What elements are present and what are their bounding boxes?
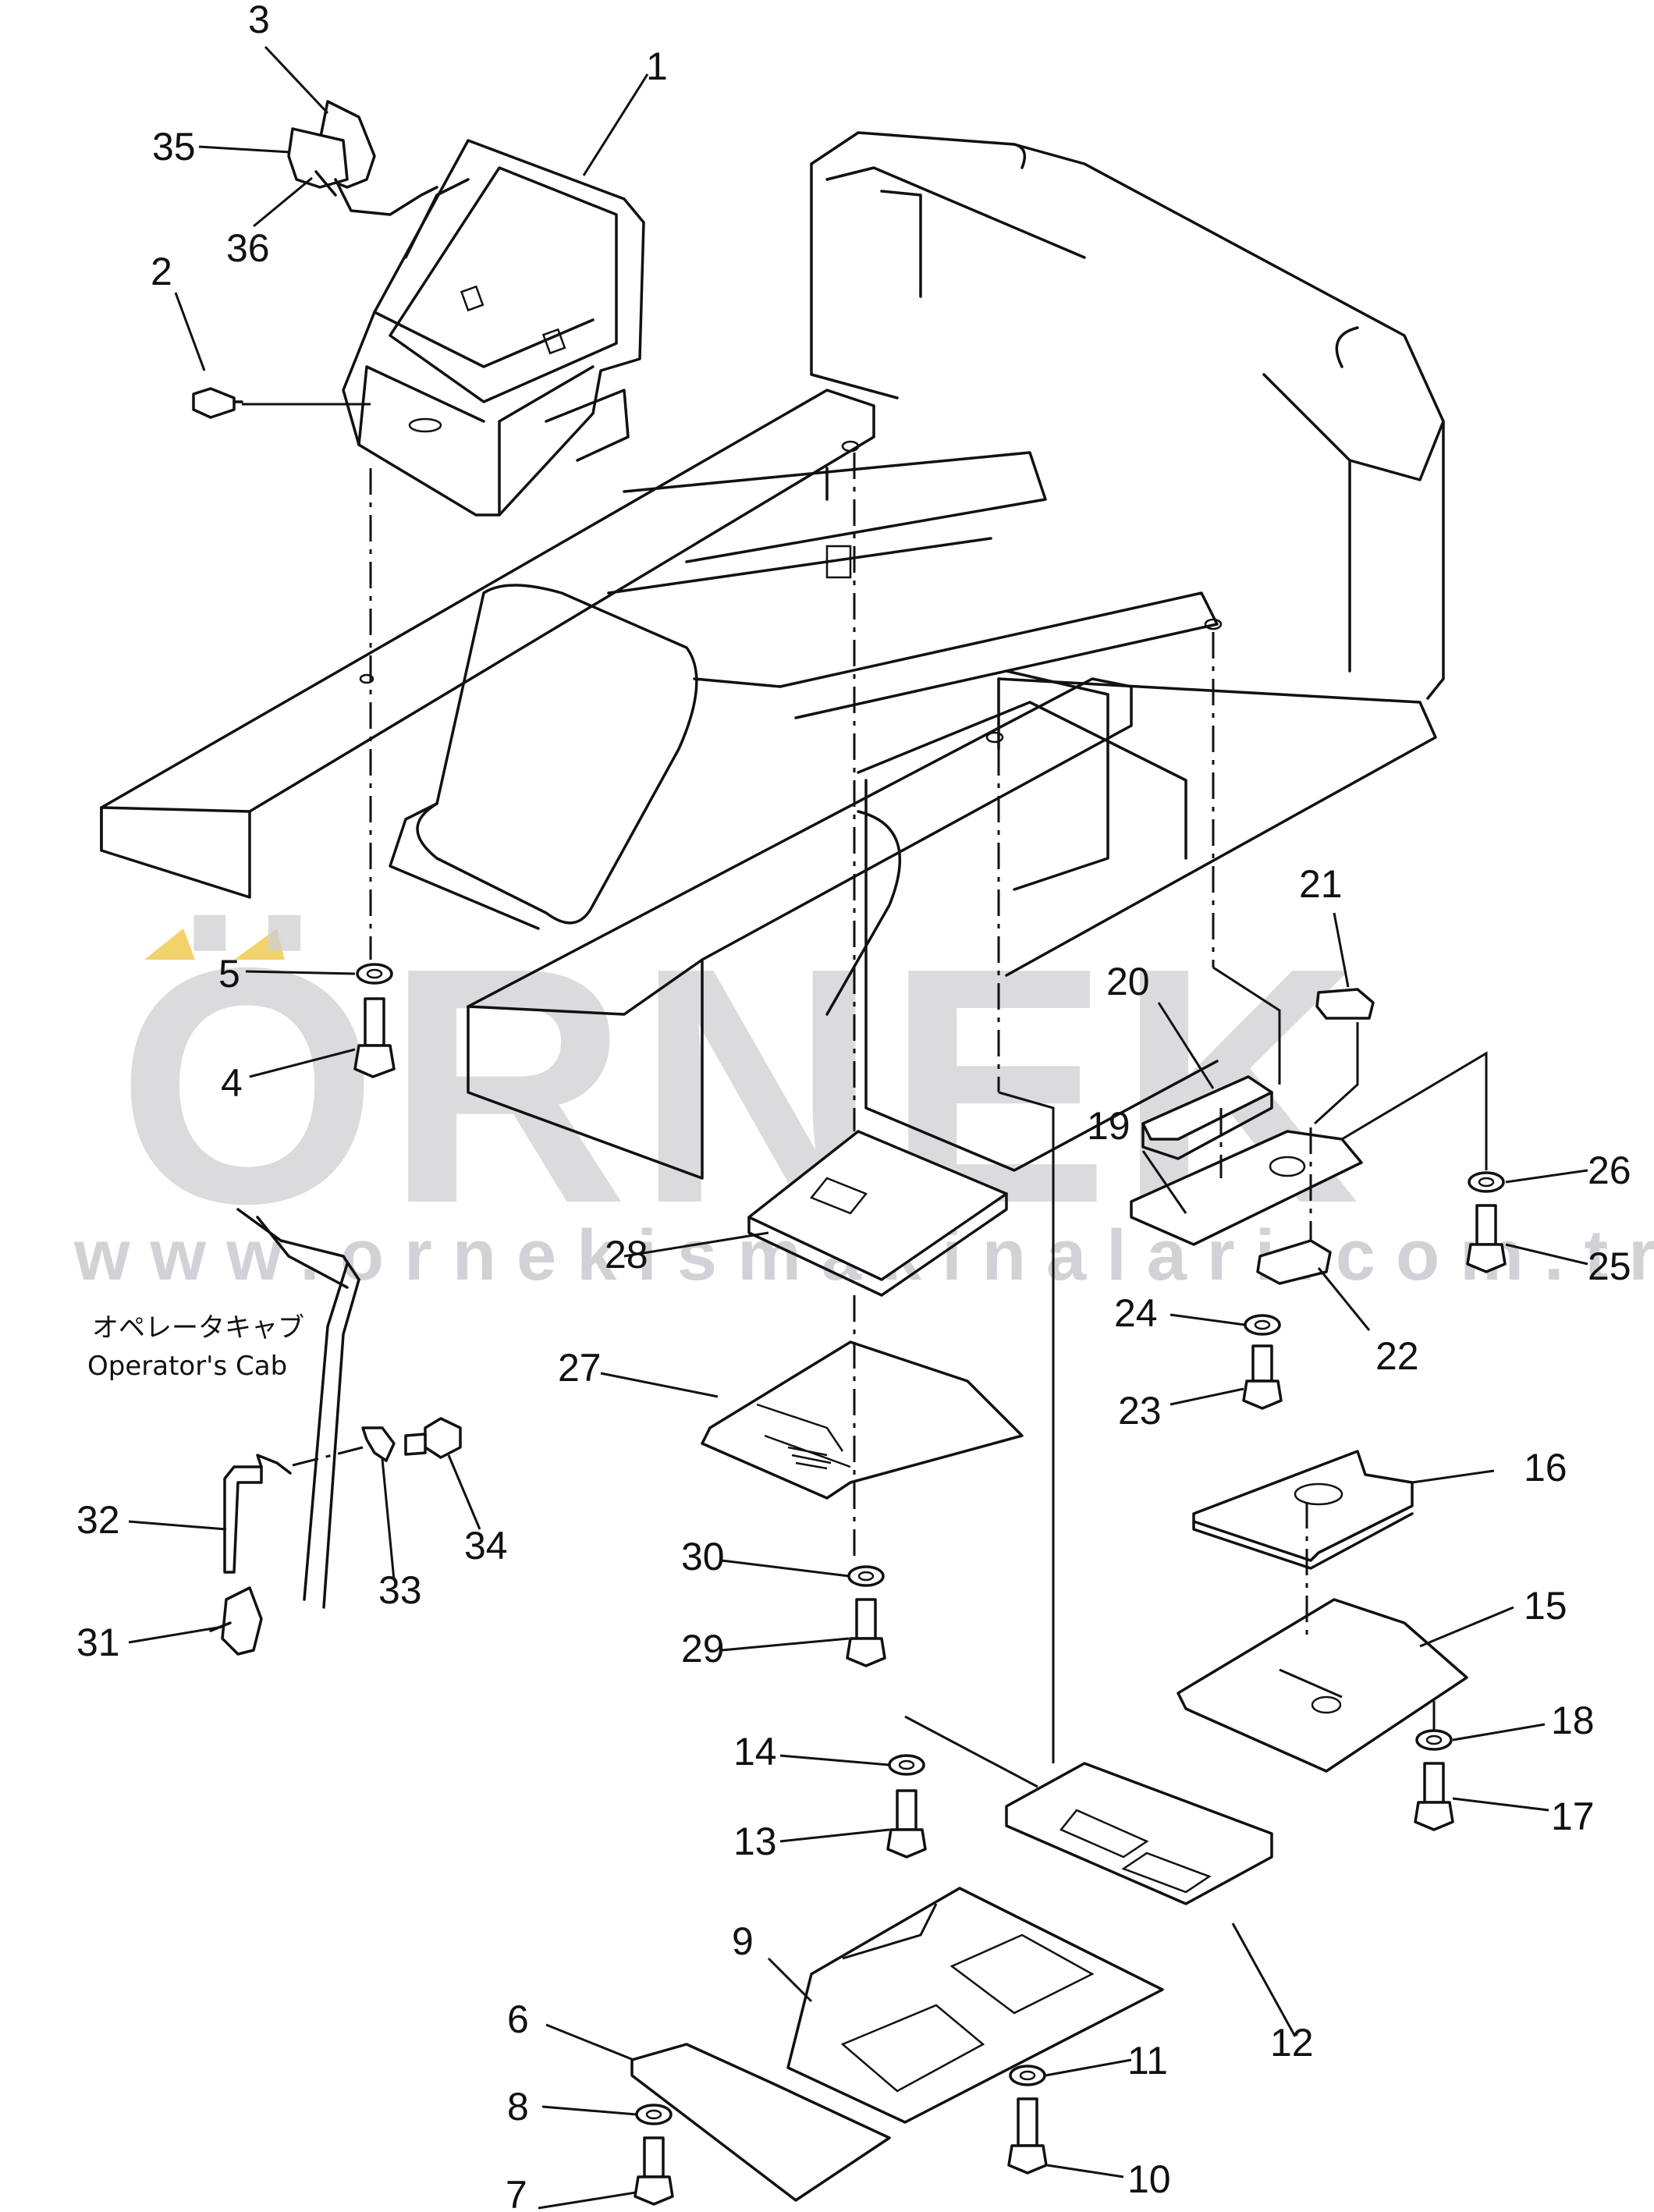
part-2-plug	[192, 387, 243, 419]
cab-label-jp: オペレータキャブ	[92, 1312, 304, 1344]
part-21-block	[1315, 988, 1375, 1020]
callout-20: 20	[1106, 960, 1150, 1003]
part-27-plate	[701, 1340, 1024, 1500]
callout-10: 10	[1127, 2157, 1171, 2201]
callout-21: 21	[1299, 862, 1343, 906]
part-29-30-bolt-washer	[846, 1565, 886, 1667]
callout-29: 29	[681, 1627, 725, 1671]
part-17-18-bolt-washer	[1414, 1729, 1454, 1831]
part-20-bar	[1141, 1075, 1273, 1160]
callout-12: 12	[1270, 2021, 1314, 2065]
callout-5: 5	[218, 952, 240, 996]
callout-11: 11	[1127, 2039, 1168, 2082]
part-12-plate	[1005, 1762, 1273, 1905]
callout-14: 14	[733, 1730, 777, 1774]
mirror-assembly	[287, 100, 438, 216]
callout-27: 27	[558, 1346, 602, 1390]
callout-6: 6	[507, 1997, 529, 2041]
callout-16: 16	[1524, 1446, 1567, 1489]
leader-lines	[128, 45, 1588, 2210]
part-7-8-bolt-washer	[634, 2104, 674, 2206]
callout-labels: 1 2 3 4 5 6 7 8 9 10 11 12 13 14 15 16 1…	[76, 0, 1631, 2212]
part-25-26-bolt-washer	[1466, 1171, 1507, 1273]
callout-2: 2	[151, 250, 172, 293]
callout-35: 35	[152, 125, 196, 169]
callout-22: 22	[1375, 1334, 1419, 1378]
callout-3: 3	[248, 0, 270, 41]
part-19-plate	[1130, 1130, 1363, 1246]
callout-18: 18	[1551, 1699, 1595, 1742]
callout-9: 9	[732, 1919, 754, 1963]
callout-19: 19	[1087, 1104, 1130, 1148]
part-6-plate	[630, 2043, 891, 2202]
part-28-cover	[747, 1130, 1008, 1297]
callout-33: 33	[378, 1568, 422, 1612]
part-10-11-bolt-washer	[1007, 2065, 1048, 2175]
callout-13: 13	[733, 1820, 777, 1863]
operators-cab-inset: オペレータキャブ Operator's Cab	[87, 1208, 462, 1656]
control-stand	[342, 139, 645, 517]
callout-4: 4	[221, 1061, 243, 1105]
part-9-plate	[786, 1887, 1164, 2124]
callout-31: 31	[76, 1621, 120, 1664]
part-23-24-bolt-washer	[1242, 1314, 1283, 1410]
callout-32: 32	[76, 1498, 120, 1542]
callout-26: 26	[1588, 1149, 1631, 1192]
part-4-5-bolt-washer	[353, 963, 396, 1078]
callout-23: 23	[1118, 1389, 1162, 1433]
revolving-frame	[100, 131, 1445, 1180]
callout-7: 7	[506, 2173, 527, 2212]
callout-34: 34	[464, 1524, 508, 1568]
callout-36: 36	[226, 226, 270, 270]
callout-1: 1	[646, 44, 668, 88]
assembly-lines	[292, 453, 1488, 1960]
callout-24: 24	[1114, 1291, 1158, 1335]
watermark-accent-mark	[144, 928, 195, 960]
part-15-plate	[1177, 1598, 1468, 1773]
part-13-14-bolt-washer	[886, 1754, 927, 1859]
callout-8: 8	[507, 2085, 529, 2129]
cab-label-en: Operator's Cab	[87, 1351, 287, 1382]
callout-15: 15	[1524, 1584, 1567, 1628]
callout-17: 17	[1551, 1795, 1595, 1838]
callout-28: 28	[605, 1233, 648, 1276]
callout-25: 25	[1588, 1244, 1631, 1288]
callout-30: 30	[681, 1535, 725, 1578]
part-16-cover	[1192, 1450, 1414, 1570]
watermark-accent-mark	[234, 928, 285, 960]
